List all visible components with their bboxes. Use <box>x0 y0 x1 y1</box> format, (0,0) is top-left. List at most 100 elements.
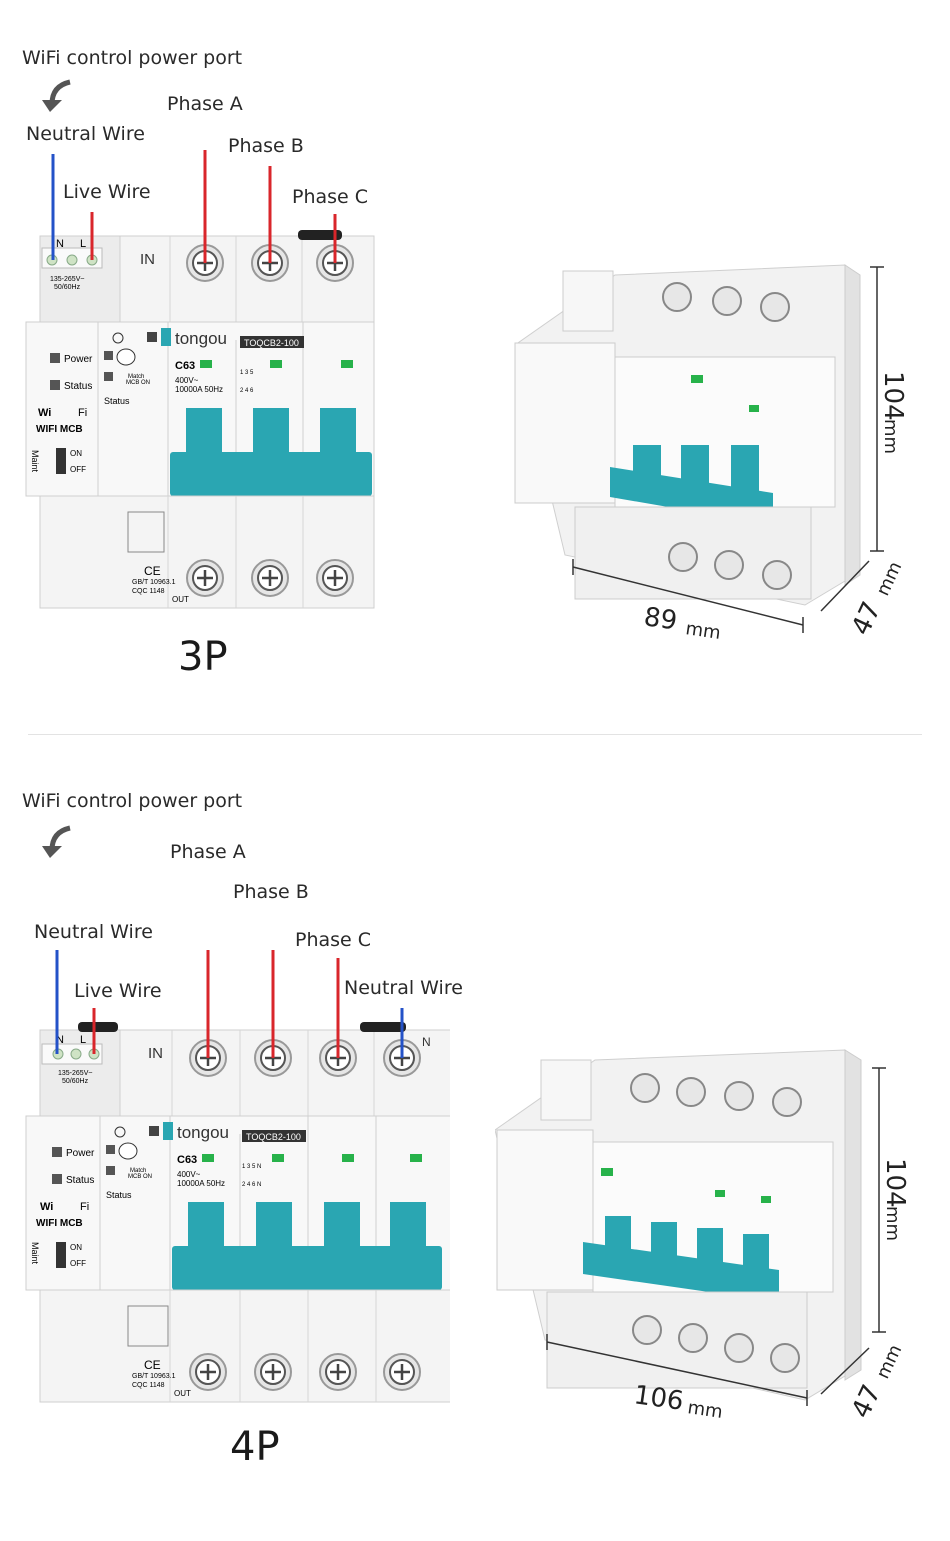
neutral-wire-label: Neutral Wire <box>26 123 145 145</box>
volt-range: 135-265V~ <box>50 276 84 283</box>
brand-logo-4p: tongou <box>177 1123 229 1142</box>
power-label: Power <box>64 354 93 365</box>
status-label: Status <box>64 381 92 392</box>
pole-label-3p: 3P <box>178 634 228 680</box>
wifi-logo-f: Fi <box>78 407 87 419</box>
wifi-logo-f-4p: Fi <box>80 1201 89 1213</box>
top-nums-4p: 1 3 5 N <box>242 1164 261 1170</box>
lock-icon <box>147 332 157 342</box>
off-label: OFF <box>70 465 86 474</box>
screw-bottom-b-4p <box>254 1353 292 1391</box>
spec2: 10000A 50Hz <box>175 385 223 394</box>
dim-width-3p: 89 <box>642 602 679 636</box>
phase-c-label: Phase C <box>292 186 369 208</box>
match2-label-4p: MCB ON <box>128 1174 152 1180</box>
dim-width-unit-3p: mm <box>684 618 722 644</box>
terminal-n: N <box>56 238 64 250</box>
light-icon <box>112 332 124 344</box>
screw-bottom-n-4p <box>383 1353 421 1391</box>
screw-bottom-a-4p <box>189 1353 227 1391</box>
dim-height-unit-4p: mm <box>882 1206 903 1241</box>
dim-height-unit-3p: mm <box>880 419 901 454</box>
live-wire-label: Live Wire <box>63 181 151 203</box>
bot-nums: 2 4 6 <box>240 388 254 394</box>
volt-range-4p: 135-265V~ <box>58 1070 92 1077</box>
ce-mark-4p: CE <box>144 1358 161 1372</box>
light-icon-4p <box>114 1126 126 1138</box>
spec1-4p: 400V~ <box>177 1170 201 1179</box>
curved-arrow-icon <box>42 79 71 112</box>
phase-a-label-4p: Phase A <box>170 841 246 863</box>
bot-nums-4p: 2 4 6 N <box>242 1182 261 1188</box>
maint-label-4p: Maint <box>30 1242 40 1265</box>
std1: GB/T 10963.1 <box>132 579 176 586</box>
on-label-4p: ON <box>70 1243 82 1252</box>
rating-label-4p: C63 <box>177 1154 197 1166</box>
lever-bar-4p[interactable] <box>172 1246 442 1290</box>
wifi-logo-w-4p: Wi <box>40 1201 53 1213</box>
brand-logo: tongou <box>175 329 227 348</box>
off-label-4p: OFF <box>70 1259 86 1268</box>
volt-freq-4p: 50/60Hz <box>62 1078 89 1085</box>
power-label-4p: Power <box>66 1148 95 1159</box>
section-divider <box>28 734 922 735</box>
lock-icon-4p <box>149 1126 159 1136</box>
dim-depth-3p: 47 <box>846 597 887 640</box>
dim-depth-unit-4p: mm <box>872 1341 906 1382</box>
phase-c-label-4p: Phase C <box>295 929 372 951</box>
match-label: Match <box>128 374 144 380</box>
match2-label: MCB ON <box>126 380 150 386</box>
wifi-mcb-label: WIFI MCB <box>36 424 83 435</box>
power-port-label: WiFi control power port <box>22 47 243 69</box>
out-mark: OUT <box>172 595 189 604</box>
breaker-front-4p: N L 135-265V~ 50/60Hz IN N Power Status … <box>25 950 450 1403</box>
live-wire-label-4p: Live Wire <box>74 980 162 1002</box>
status2-label: Status <box>104 396 130 406</box>
rating-label: C63 <box>175 360 195 372</box>
pole-label-4p: 4P <box>230 1424 280 1470</box>
terminal-l: L <box>80 238 86 250</box>
breaker-perspective-4p: 104 mm 106 mm 47 mm <box>495 1049 910 1423</box>
out-mark-4p: OUT <box>174 1389 191 1398</box>
curved-arrow-icon-4p <box>42 825 71 858</box>
dim-depth-unit-3p: mm <box>872 558 906 599</box>
model-label-4p: TOQCB2-100 <box>246 1132 301 1142</box>
dim-height-3p: 104 <box>878 371 908 421</box>
on-label: ON <box>70 449 82 458</box>
phase-b-label-4p: Phase B <box>233 881 309 903</box>
std2: CQC 1148 <box>132 588 165 595</box>
std1-4p: GB/T 10963.1 <box>132 1373 176 1380</box>
ce-mark: CE <box>144 564 161 578</box>
terminal-n-4p: N <box>56 1034 64 1046</box>
dim-depth-4p: 47 <box>846 1380 887 1423</box>
breaker-perspective-3p: 104 mm 89 mm 47 mm <box>514 264 908 644</box>
screw-bottom-b <box>251 559 289 597</box>
screw-bottom-c <box>316 559 354 597</box>
dim-height-4p: 104 <box>880 1158 910 1208</box>
dim-width-unit-4p: mm <box>686 1397 724 1423</box>
status2-label-4p: Status <box>106 1190 132 1200</box>
phase-a-label: Phase A <box>167 93 243 115</box>
status-label-4p: Status <box>66 1175 94 1186</box>
screw-bottom-a <box>186 559 224 597</box>
dim-width-4p: 106 <box>632 1380 685 1417</box>
lever-bar[interactable] <box>170 452 372 496</box>
neutral-wire-2-label-4p: Neutral Wire <box>344 977 463 999</box>
breaker-front-3p: N L 135-265V~ 50/60Hz IN Power Status Wi… <box>25 150 375 609</box>
spec1: 400V~ <box>175 376 199 385</box>
volt-freq: 50/60Hz <box>54 284 81 291</box>
wifi-logo-w: Wi <box>38 407 51 419</box>
std2-4p: CQC 1148 <box>132 1382 165 1389</box>
terminal-n-right: N <box>422 1035 431 1049</box>
wifi-mcb-label-4p: WIFI MCB <box>36 1218 83 1229</box>
power-port-label-4p: WiFi control power port <box>22 790 243 812</box>
spec2-4p: 10000A 50Hz <box>177 1179 225 1188</box>
in-mark-4p: IN <box>148 1045 163 1062</box>
model-label: TOQCB2-100 <box>244 338 299 348</box>
terminal-l-4p: L <box>80 1034 86 1046</box>
in-mark: IN <box>140 251 155 268</box>
neutral-wire-label-4p: Neutral Wire <box>34 921 153 943</box>
top-nums: 1 3 5 <box>240 370 254 376</box>
maint-label: Maint <box>30 450 40 473</box>
screw-bottom-c-4p <box>319 1353 357 1391</box>
